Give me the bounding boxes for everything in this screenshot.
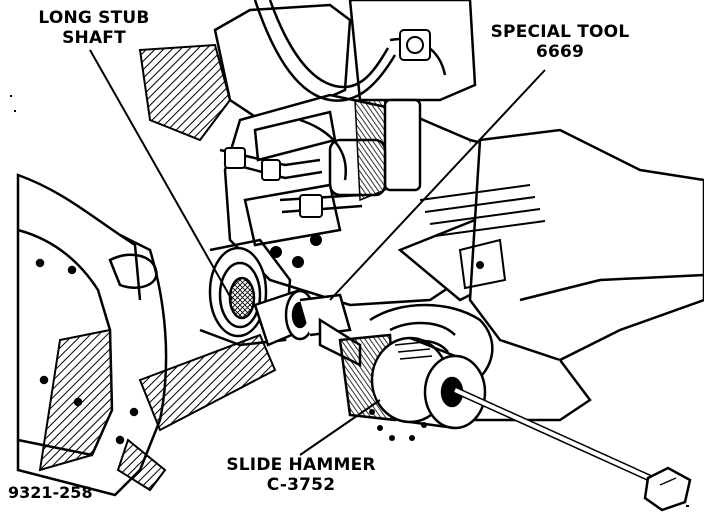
long-stub-shaft-label-line1: LONG STUB xyxy=(38,8,150,28)
frame-rail-underside xyxy=(138,333,277,432)
slide-hammer-label-line1: SLIDE HAMMER xyxy=(226,455,376,475)
hatched-shadow-left xyxy=(138,43,232,142)
leader-long-stub xyxy=(89,49,233,301)
long-stub-shaft-label-line2: SHAFT xyxy=(62,28,126,48)
scan-specks xyxy=(10,95,689,507)
leader-slide-hammer xyxy=(299,399,381,456)
slide-hammer xyxy=(318,317,692,512)
fittings xyxy=(224,29,431,268)
slide-hammer-label-line2: C-3752 xyxy=(266,475,336,495)
special-tool-label: SPECIAL TOOL 6669 xyxy=(470,22,650,62)
figure-number: 9321-258 xyxy=(8,483,93,502)
special-tool-label-line1: SPECIAL TOOL xyxy=(490,22,630,42)
frame-rail-lower-web xyxy=(116,438,167,492)
inspection-light-wires xyxy=(419,184,546,290)
frame-rail-shadow xyxy=(38,328,114,472)
long-stub-shaft-label: LONG STUB SHAFT xyxy=(24,8,164,48)
leader-special-tool xyxy=(329,69,546,301)
slide-hammer-bolts xyxy=(369,409,427,441)
special-tool-label-line2: 6669 xyxy=(535,42,585,62)
axle-housing xyxy=(199,238,292,347)
leader-lines xyxy=(89,49,546,456)
hoses xyxy=(219,0,447,214)
slide-hammer-label: SLIDE HAMMER C-3752 xyxy=(216,455,386,495)
special-tool-6669 xyxy=(253,288,352,347)
hatched-shadow-upper xyxy=(354,99,386,202)
